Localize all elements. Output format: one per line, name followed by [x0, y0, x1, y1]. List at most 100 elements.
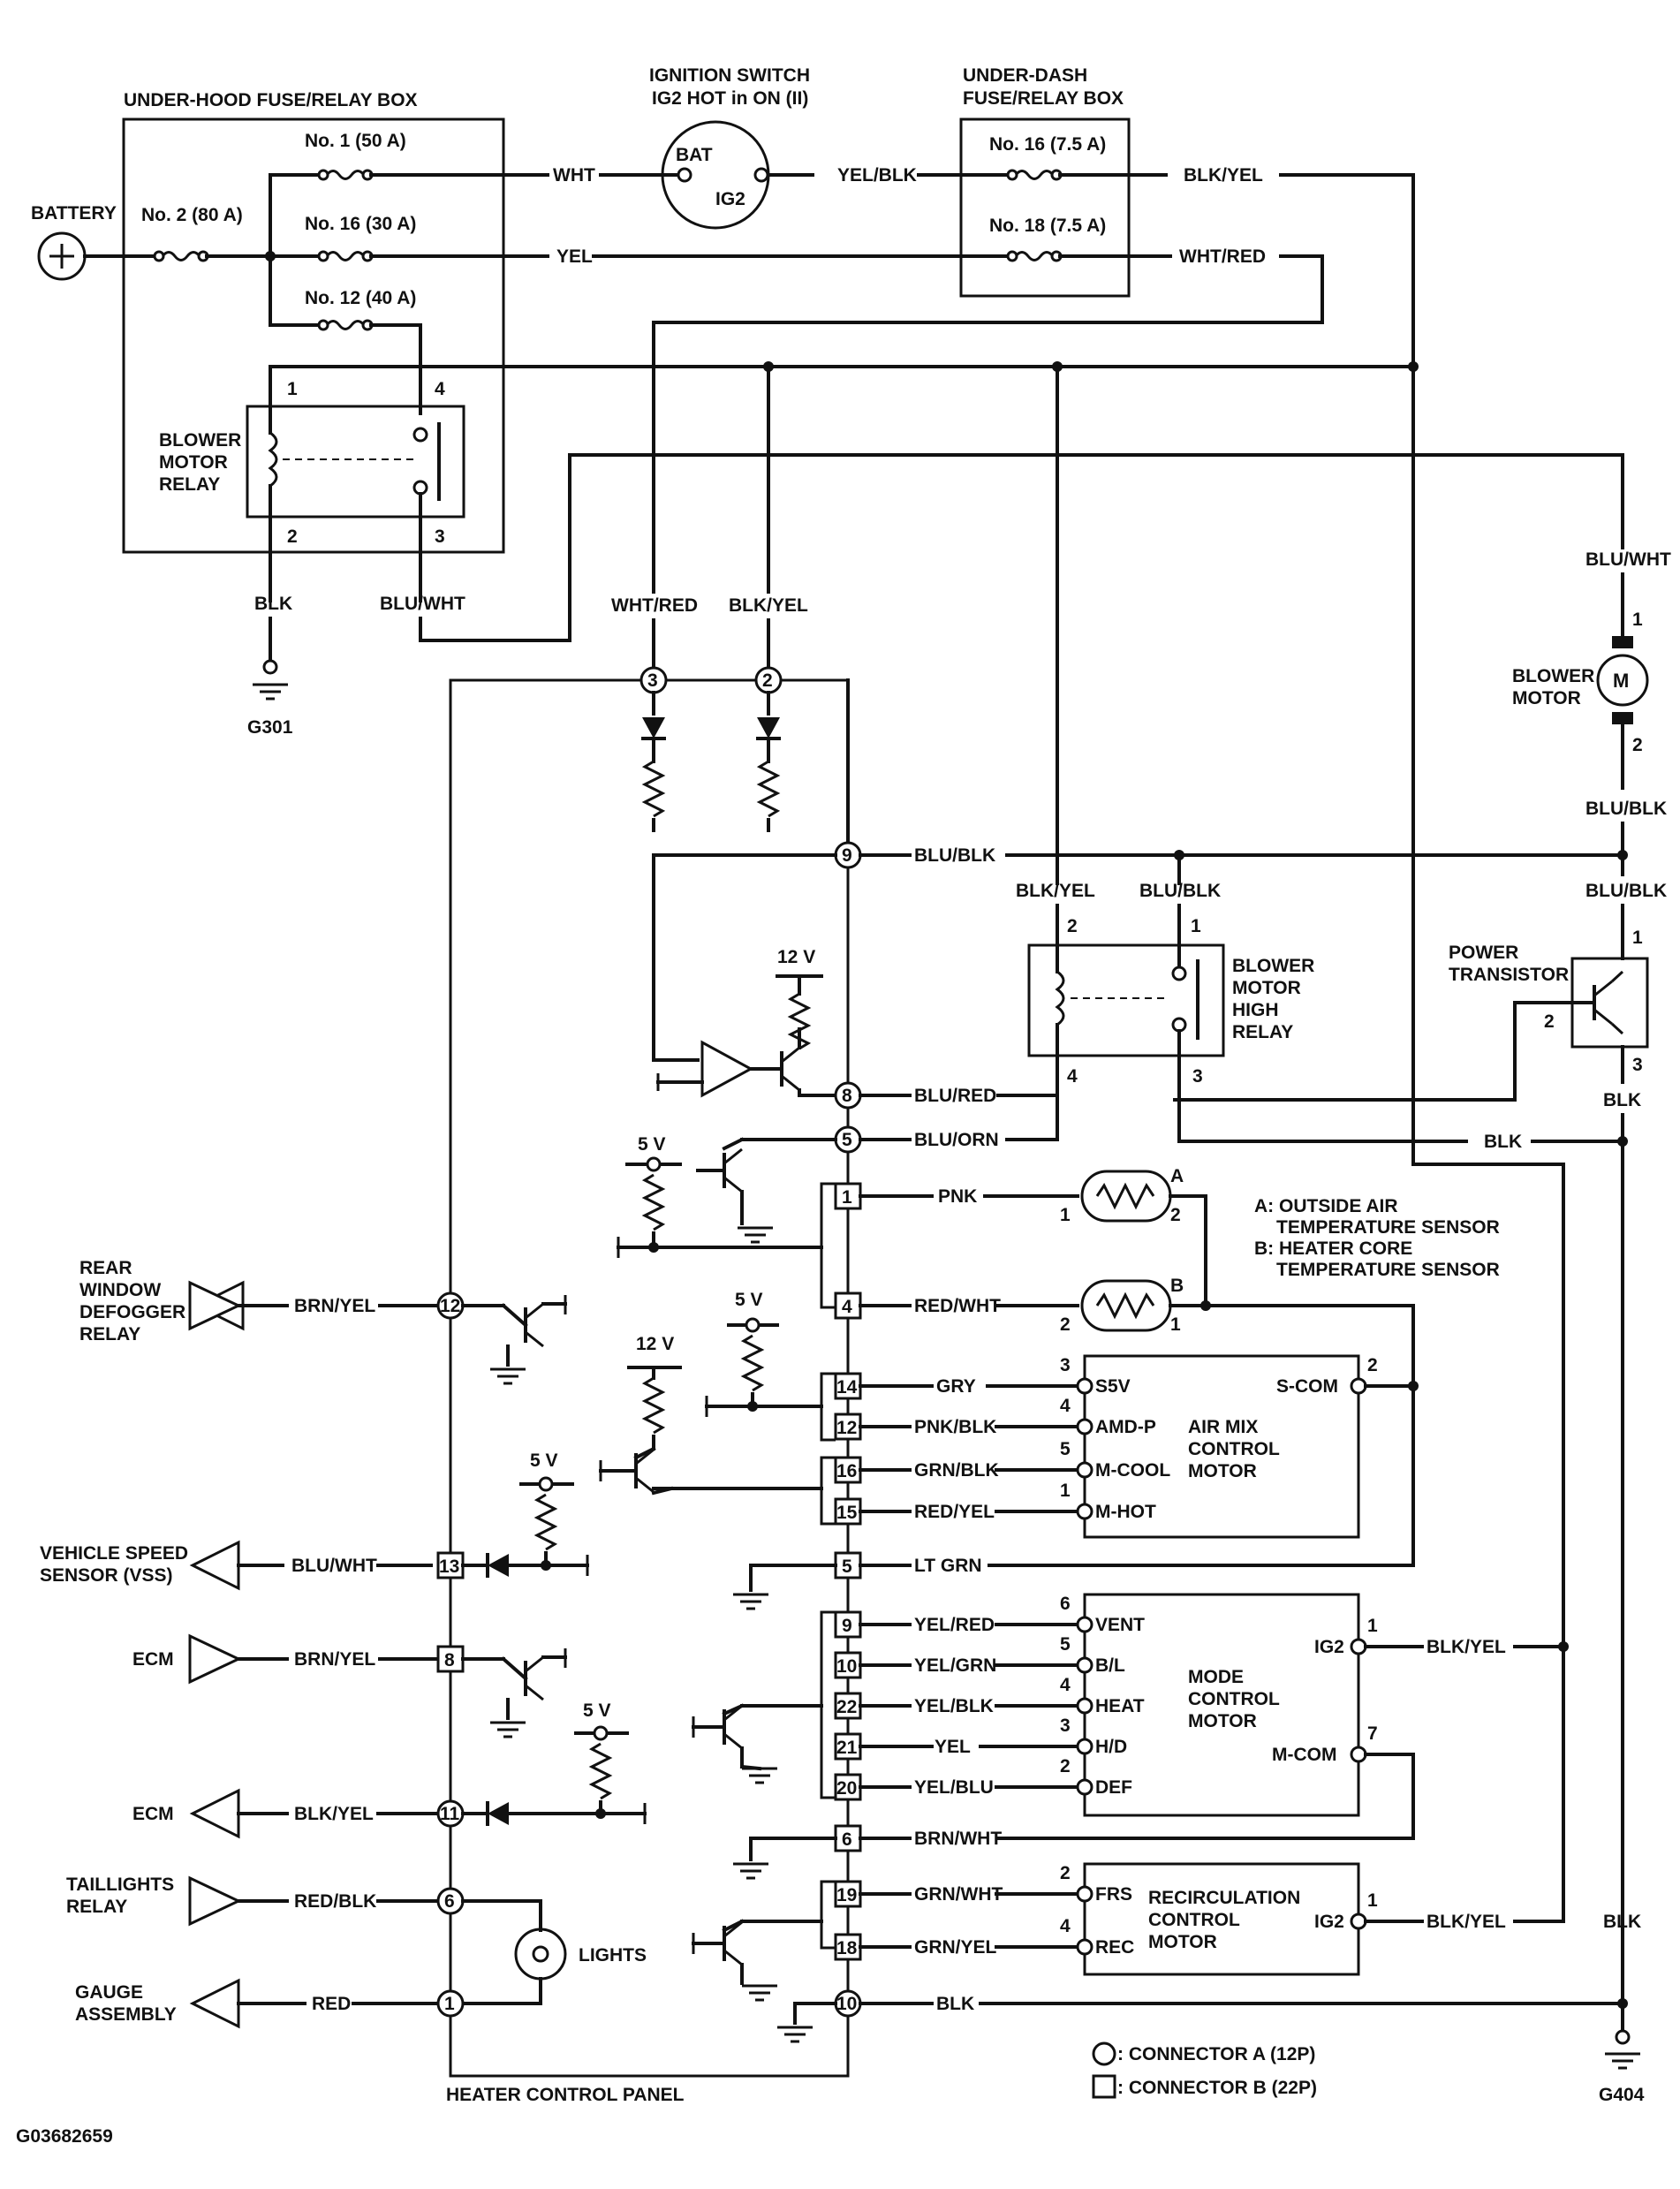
md-heat: HEAT [1095, 1696, 1145, 1716]
am-s5v: S5V [1095, 1376, 1131, 1397]
gauge-label-1: GAUGE [75, 1982, 143, 2003]
fuse-no12 [317, 319, 374, 331]
high-relay-label-4: RELAY [1232, 1022, 1293, 1042]
md-pin1: 1 [1367, 1616, 1378, 1636]
motor-pin2: 2 [1632, 735, 1643, 755]
v5-label-a: 5 V [638, 1134, 666, 1155]
fuse-no12-label: No. 12 (40 A) [305, 288, 416, 308]
fuse-no16-7a-label: No. 16 (7.5 A) [989, 134, 1106, 155]
ecm-output-icon [189, 1788, 240, 1839]
pin-c12: 12 [440, 1296, 460, 1316]
pin-b19: 19 [836, 1885, 857, 1905]
legend-b-1: B: HEATER CORE [1254, 1238, 1412, 1259]
pt-label-2: TRANSISTOR [1449, 965, 1569, 985]
v12-label-b: 12 V [636, 1334, 674, 1354]
pin-b10: 10 [836, 1656, 857, 1677]
wire-wht: WHT [553, 165, 595, 186]
am-pin2: 2 [1367, 1355, 1378, 1375]
md-vent: VENT [1095, 1615, 1145, 1635]
high-relay-label-2: MOTOR [1232, 978, 1301, 998]
rc-pin4: 4 [1060, 1916, 1071, 1936]
taillights-label-1: TAILLIGHTS [66, 1875, 174, 1895]
wire-blk-yel-top: BLK/YEL [1184, 165, 1263, 186]
sensor-a-pin1: 1 [1060, 1205, 1071, 1225]
pin-b5: 5 [842, 1557, 852, 1577]
air-mix-label-2: CONTROL [1188, 1439, 1280, 1459]
rc-frs: FRS [1095, 1884, 1132, 1905]
md-def: DEF [1095, 1777, 1132, 1798]
lights-label: LIGHTS [579, 1945, 647, 1966]
blower-motor-label-2: MOTOR [1512, 688, 1581, 708]
relay-coil-icon [268, 431, 278, 488]
pin-b18: 18 [836, 1938, 858, 1958]
legend-b-2: TEMPERATURE SENSOR [1276, 1260, 1500, 1280]
ecm-label-1: ECM [132, 1649, 174, 1670]
high-relay-pin1: 1 [1191, 916, 1201, 936]
wire-blk-yel-mode: BLK/YEL [1426, 1637, 1506, 1657]
sensor-b-label: B [1170, 1276, 1184, 1296]
rc-ig2: IG2 [1314, 1912, 1344, 1932]
wire-lt-grn: LT GRN [914, 1556, 982, 1576]
ground-icon-g301 [251, 683, 290, 701]
ground-icon-6 [740, 1984, 779, 2002]
wire-brn-wht: BRN/WHT [914, 1829, 1002, 1849]
pin-b15: 15 [836, 1503, 858, 1523]
mode-label-1: MODE [1188, 1667, 1244, 1687]
v5-label-b: 5 V [735, 1290, 763, 1310]
relay-pin2: 2 [287, 526, 298, 547]
ecm-input-icon [188, 1633, 242, 1685]
am-amd-p: AMD-P [1095, 1417, 1156, 1437]
amplifier-icon [700, 1040, 754, 1098]
ignition-bat: BAT [676, 145, 713, 165]
fuse-no1-label: No. 1 (50 A) [305, 131, 406, 151]
pin-c3: 3 [647, 670, 658, 691]
high-relay-coil-icon [1055, 970, 1065, 1026]
figure-id: G03682659 [16, 2126, 113, 2147]
pin-b21: 21 [836, 1738, 858, 1758]
wire-brn-yel-8: BRN/YEL [294, 1649, 375, 1670]
under-dash-title-1: UNDER-DASH [963, 65, 1087, 86]
wire-wht-red-down: WHT/RED [611, 595, 698, 616]
fuse-no18-label: No. 18 (7.5 A) [989, 216, 1106, 236]
ground-icon-3 [731, 1593, 770, 1610]
md-pin2: 2 [1060, 1756, 1071, 1776]
motor-m: M [1613, 670, 1629, 692]
pin-b4: 4 [842, 1297, 852, 1317]
wire-blu-red-8: BLU/RED [914, 1086, 996, 1106]
outside-air-temp-sensor [1080, 1170, 1172, 1223]
resistor-icon-2 [758, 760, 779, 818]
under-hood-box [122, 117, 505, 554]
wire-red-wht: RED/WHT [914, 1296, 1001, 1316]
connector-a-legend-icon [1092, 2041, 1116, 2066]
wire-blu-blk-high: BLU/BLK [1139, 881, 1221, 901]
fuse-no1 [317, 169, 374, 181]
connector-a-legend: : CONNECTOR A (12P) [1117, 2044, 1315, 2064]
under-dash-title-2: FUSE/RELAY BOX [963, 88, 1124, 109]
wire-wht-red-top: WHT/RED [1179, 246, 1266, 267]
blower-motor-label-1: BLOWER [1512, 666, 1594, 686]
pin-c10: 10 [836, 1994, 857, 2014]
gauge-assembly-icon [189, 1978, 240, 2029]
resistor-icon-8 [590, 1742, 611, 1800]
pt-pin3: 3 [1632, 1055, 1643, 1075]
wire-blu-wht-motor: BLU/WHT [1585, 549, 1671, 570]
vss-icon [189, 1540, 240, 1591]
battery-label: BATTERY [31, 203, 117, 223]
rear-def-3: DEFOGGER [79, 1302, 185, 1322]
recirc-label-1: RECIRCULATION [1148, 1888, 1300, 1908]
blower-motor-relay [246, 405, 465, 519]
wire-blk-g301: BLK [254, 594, 292, 614]
pt-label-1: POWER [1449, 943, 1518, 963]
air-mix-label-3: MOTOR [1188, 1461, 1257, 1481]
wire-gry: GRY [936, 1376, 976, 1397]
pin-c8: 8 [842, 1086, 852, 1106]
am-s-com: S-COM [1276, 1376, 1338, 1397]
air-mix-control-motor [1083, 1354, 1360, 1539]
diode-icon-1 [639, 716, 668, 740]
rear-def-4: RELAY [79, 1324, 140, 1344]
wire-blk-yel-high: BLK/YEL [1016, 881, 1095, 901]
high-relay-pin2: 2 [1067, 916, 1078, 936]
md-m-com: M-COM [1272, 1745, 1336, 1765]
md-pin6: 6 [1060, 1594, 1071, 1614]
high-relay-pin4: 4 [1067, 1066, 1078, 1087]
